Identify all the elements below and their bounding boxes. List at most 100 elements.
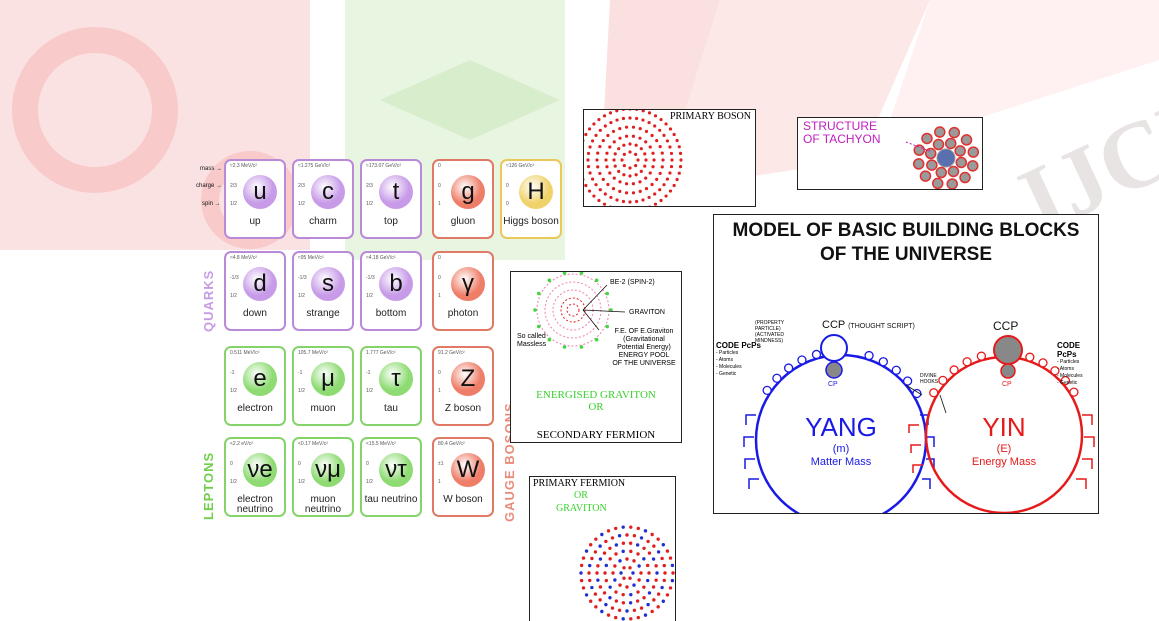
code-bump — [962, 357, 972, 367]
fermion-dot — [606, 613, 611, 617]
property-line: PARTICLE) — [755, 326, 781, 332]
boson-dot — [635, 110, 639, 112]
boson-dot — [638, 136, 642, 140]
fermion-dot — [670, 563, 675, 568]
particle-spin: 1 — [438, 201, 441, 207]
yang-cp-circle — [825, 361, 843, 379]
boson-dot — [655, 139, 659, 143]
fermion-dot — [579, 563, 584, 568]
boson-dot — [624, 182, 629, 186]
boson-dot — [615, 118, 619, 122]
code-item: - Particles — [716, 350, 739, 356]
yin-label: YIN — [982, 412, 1026, 442]
fermion-dot — [598, 544, 602, 548]
boson-dot — [677, 145, 681, 149]
massless-line: So called — [517, 333, 546, 340]
fermion-dot — [625, 609, 629, 613]
particle-charge: -1 — [366, 370, 371, 376]
boson-dot — [590, 139, 595, 143]
fermion-dot — [625, 533, 629, 537]
boson-dot — [668, 171, 672, 175]
boson-dot — [595, 158, 599, 162]
secondary-fermion-label: SECONDARY FERMION — [536, 429, 656, 441]
fermion-dot — [581, 586, 586, 590]
particle-spin: 1/2 — [298, 388, 305, 394]
yin-ccp-label: CCP — [993, 319, 1019, 333]
graviton-green-dot — [536, 291, 541, 296]
boson-dot — [617, 147, 621, 151]
fermion-dot — [654, 578, 658, 582]
particle-charge: -1 — [230, 370, 235, 376]
divine-hook-arrows — [905, 384, 947, 414]
fermion-dot — [632, 559, 636, 563]
boson-dot — [597, 198, 601, 203]
boson-dot — [634, 173, 638, 177]
boson-dot — [603, 124, 607, 128]
fermion-dot — [588, 578, 592, 583]
fermion-dot — [639, 606, 644, 610]
tachyon-particle — [912, 158, 925, 170]
tachyon-label-line1: STRUCTURE — [803, 119, 877, 133]
model-title-line2: OF THE UNIVERSE — [819, 244, 993, 265]
particle-spin: 1 — [438, 479, 441, 485]
particle-mass: <2.2 eV/c² — [230, 441, 253, 447]
fermion-dot — [629, 592, 633, 597]
particle-spin: 1/2 — [230, 293, 237, 299]
energised-line: OR — [588, 401, 604, 413]
fermion-dot — [604, 539, 608, 544]
tachyon-particle — [931, 177, 944, 189]
fermion-dot — [614, 590, 618, 594]
particle-symbol: μ — [311, 362, 345, 396]
code-bump — [878, 357, 888, 367]
fermion-dot — [647, 571, 651, 575]
boson-dot — [638, 127, 642, 131]
boson-dot — [653, 202, 658, 206]
yang-sub: (m) — [832, 443, 850, 455]
particle-symbol: s — [311, 267, 345, 301]
yin-hooks-left — [908, 424, 923, 473]
fermion-dot — [628, 601, 633, 605]
particle-charge: 2/3 — [230, 183, 237, 189]
fermion-dot — [656, 592, 661, 596]
yin-ccp-circle — [993, 335, 1023, 365]
fermion-dot — [656, 605, 660, 609]
particle-name: electron neutrino — [236, 494, 274, 515]
particle-name: Higgs boson — [503, 216, 559, 227]
code-bump — [891, 365, 901, 375]
fermion-dot — [593, 592, 598, 596]
boson-dot — [644, 158, 648, 162]
boson-dot — [679, 158, 683, 162]
fermion-dot — [631, 571, 635, 575]
graviton-green-dot — [547, 337, 552, 342]
fermion-dot — [628, 566, 632, 570]
boson-dot — [631, 191, 636, 195]
yin-code-bumps — [929, 351, 1079, 398]
fermion-dot — [590, 585, 594, 590]
code-bump — [929, 388, 939, 398]
fermion-dot — [610, 536, 615, 540]
yang-cp-label: CP — [828, 381, 838, 388]
particle-charge: -1/3 — [366, 275, 375, 281]
particle-mass: ≈173.07 GeV/c² — [366, 163, 401, 169]
code-bump — [976, 351, 987, 361]
boson-dot — [647, 120, 651, 125]
particle-name: bottom — [375, 308, 407, 319]
boson-dot — [664, 122, 668, 126]
boson-dot — [596, 165, 600, 169]
boson-dot — [588, 171, 592, 175]
fermion-dot — [647, 591, 652, 595]
boson-dot — [664, 194, 668, 198]
code-bump — [1038, 358, 1048, 368]
graviton-ring — [536, 273, 610, 347]
boson-dot — [661, 158, 665, 162]
yang-ccp-label: CCP (THOUGHT SCRIPT) — [822, 319, 915, 331]
primary-boson-panel: PRIMARY BOSON — [583, 109, 756, 207]
boson-dot — [609, 195, 613, 200]
boson-dot — [651, 151, 655, 155]
boson-dot — [628, 116, 632, 120]
fermion-dot — [660, 585, 664, 590]
